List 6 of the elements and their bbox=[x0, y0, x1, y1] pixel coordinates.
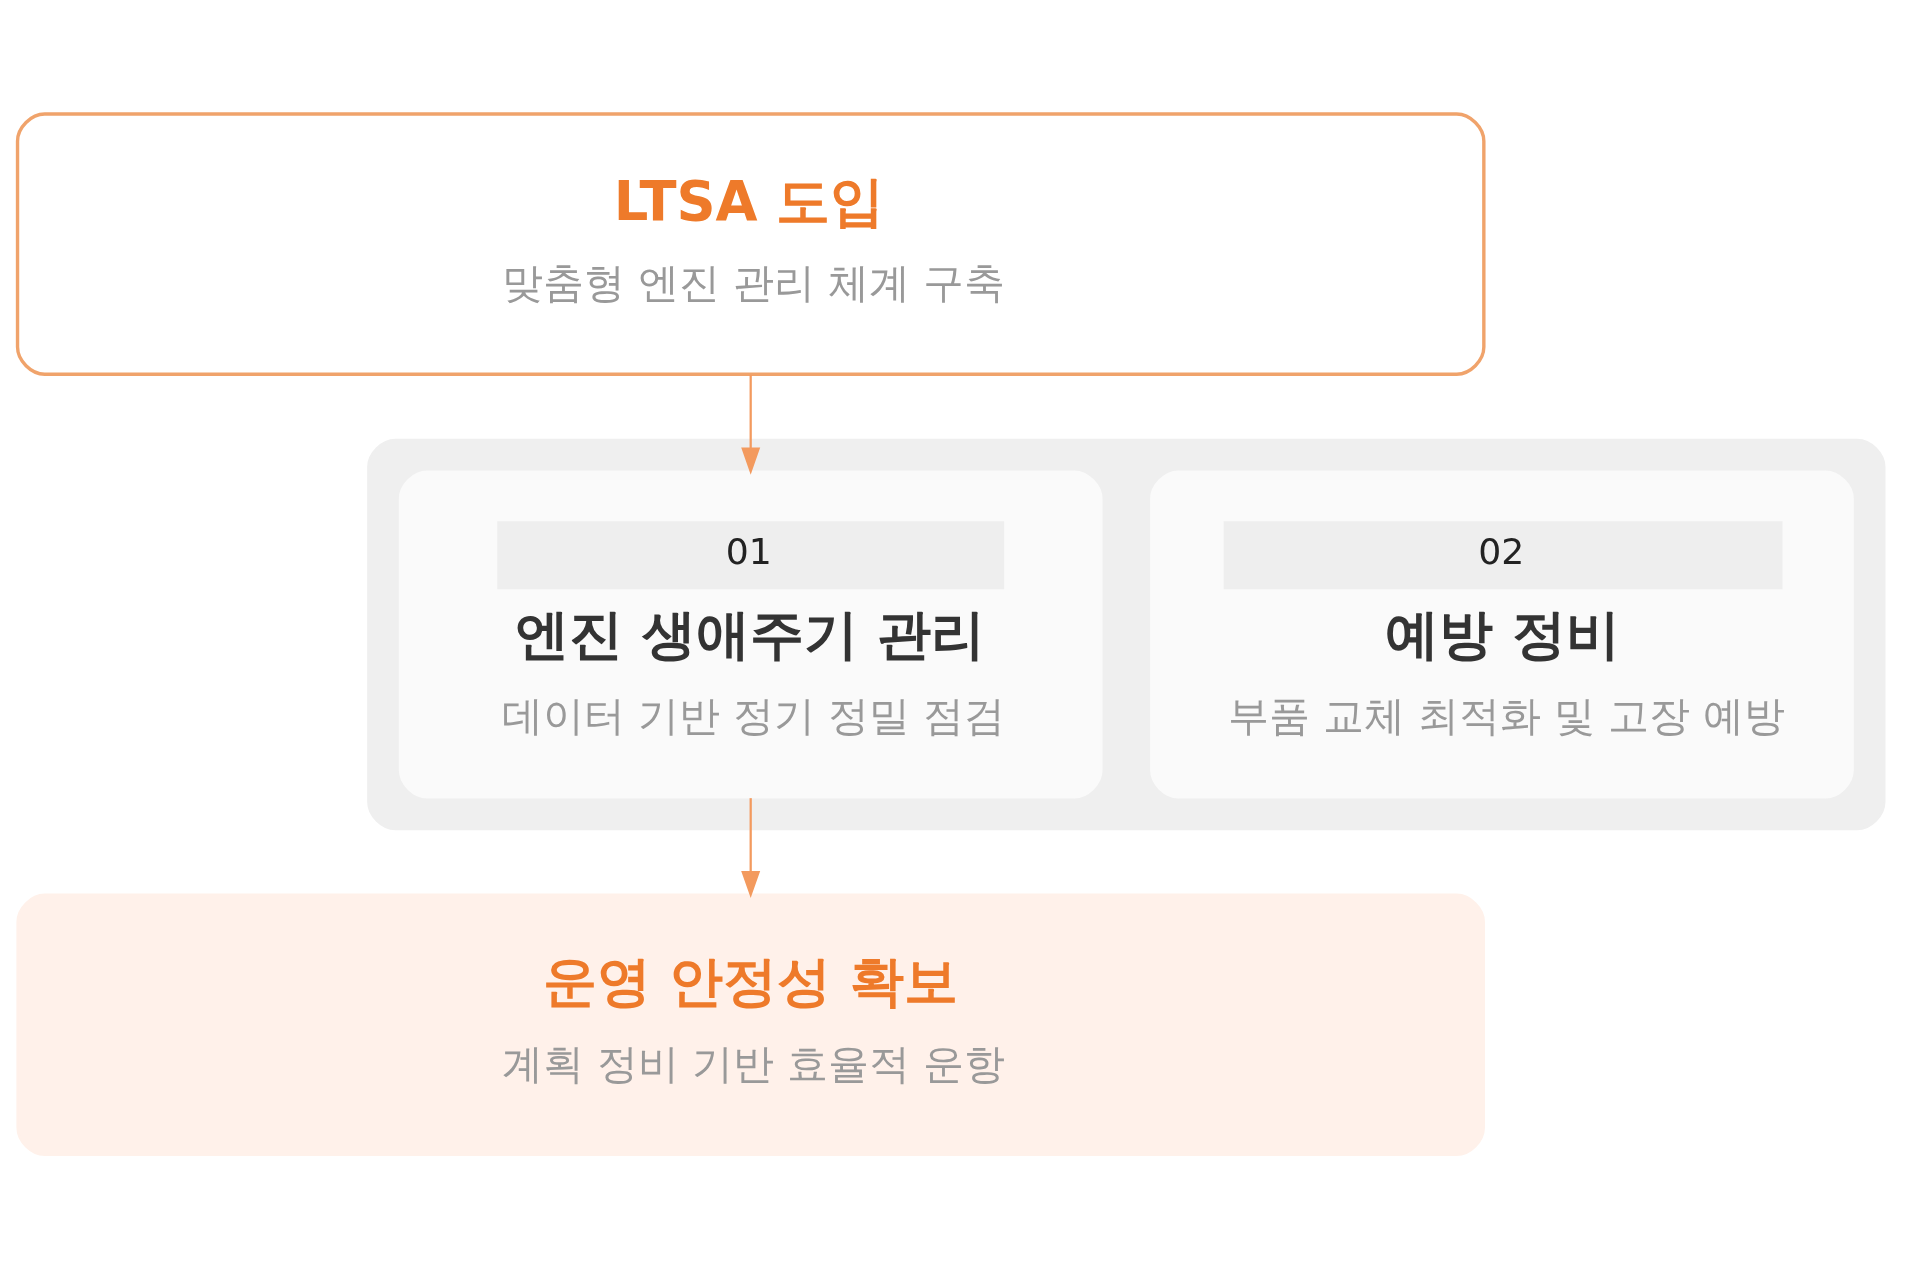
node-box: 01 엔진 생애주기 관리 데이터 기반 정기 정밀 점검 bbox=[398, 469, 1103, 799]
cluster bbox=[367, 438, 1886, 830]
node-box: LTSA 도입 맞춤형 엔진 관리 체계 구축 bbox=[15, 111, 1486, 376]
arrow bbox=[741, 797, 761, 898]
arrow bbox=[741, 374, 761, 475]
node-box: 운영 안정성 확보 계획 정비 기반 효율적 운항 bbox=[16, 893, 1485, 1156]
